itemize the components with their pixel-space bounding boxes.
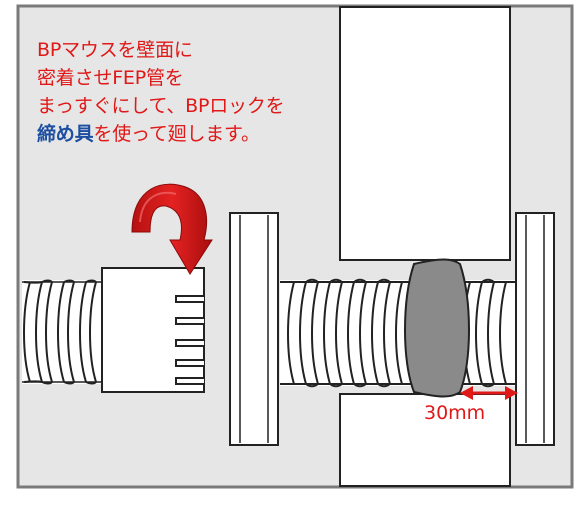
right-flange (515, 212, 555, 446)
fastener-emphasis: 締め具 (37, 123, 94, 145)
bp-lock-body (101, 267, 205, 393)
bp-lock-fingers (175, 295, 204, 385)
instruction-line-3: まっすぐにして、BPロックを (37, 95, 285, 117)
double-headed-arrow-icon (460, 386, 518, 400)
instruction-line-4-rest: を使って廻します。 (93, 123, 260, 145)
bp-mount-flange (229, 212, 279, 446)
instruction-line-1: BPマウスを壁面に (37, 39, 193, 61)
wall-upper (339, 6, 511, 261)
fep-tube-left (22, 280, 104, 384)
gray-seal (404, 258, 470, 398)
instruction-line-4: 締め具を使って廻します。 (37, 120, 337, 148)
curved-down-arrow-icon (131, 183, 213, 275)
dimension-label: 30mm (422, 401, 488, 425)
tube-thread-left (22, 279, 104, 385)
instruction-text: BPマウスを壁面に 密着させFEP管を まっすぐにして、BPロックを 締め具を使… (37, 36, 337, 148)
instruction-line-2: 密着させFEP管を (37, 67, 184, 89)
